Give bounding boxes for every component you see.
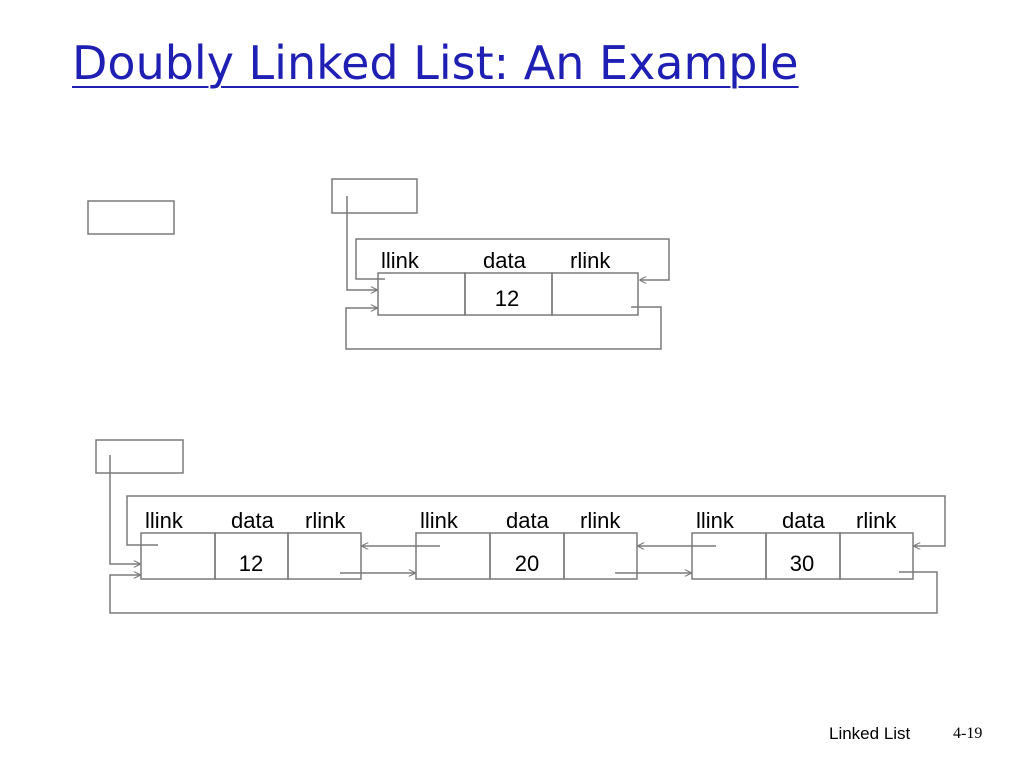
node-value: 20: [515, 551, 539, 576]
node-value: 12: [239, 551, 263, 576]
node-value: 30: [790, 551, 814, 576]
rlink-label: rlink: [856, 508, 897, 533]
llink-label: llink: [420, 508, 459, 533]
node: llink data rlink 12: [377, 248, 639, 316]
rlink-label: rlink: [580, 508, 621, 533]
head-pointer-arrow: [109, 455, 140, 564]
llink-label: llink: [381, 248, 420, 273]
rlink-label: rlink: [305, 508, 346, 533]
llink-self-arrow: [355, 238, 670, 280]
node: llink data rlink 30: [691, 508, 914, 580]
rlink-field: [287, 532, 362, 580]
llink-field: [415, 532, 491, 580]
llink-field: [691, 532, 767, 580]
node-value: 12: [495, 286, 519, 311]
data-label: data: [231, 508, 275, 533]
llink-label: llink: [145, 508, 184, 533]
head-pointer-box: [331, 178, 418, 214]
slide-title: Doubly Linked List: An Example: [72, 36, 799, 90]
rlink-field: [563, 532, 638, 580]
rlink-wrap-arrow: [109, 571, 938, 614]
head-pointer-arrow: [346, 196, 377, 290]
three-node-list: llink data rlink 12 llink data rlink 20 …: [95, 439, 946, 614]
data-label: data: [782, 508, 826, 533]
rlink-field: [551, 272, 639, 316]
head-pointer-box: [95, 439, 184, 474]
rlink-field: [839, 532, 914, 580]
single-node-list: llink data rlink 12: [331, 178, 670, 350]
llink-field: [140, 532, 216, 580]
rlink-self-arrow: [345, 307, 662, 350]
llink-label: llink: [696, 508, 735, 533]
empty-pointer-box: [87, 200, 175, 235]
page-number: 4-19: [953, 725, 983, 742]
node: llink data rlink 20: [415, 508, 638, 580]
llink-field: [377, 272, 466, 316]
footer-label: Linked List: [829, 724, 911, 743]
rlink-label: rlink: [570, 248, 611, 273]
data-label: data: [506, 508, 550, 533]
llink-wrap-arrow: [126, 495, 946, 546]
data-label: data: [483, 248, 527, 273]
node: llink data rlink 12: [140, 508, 362, 580]
